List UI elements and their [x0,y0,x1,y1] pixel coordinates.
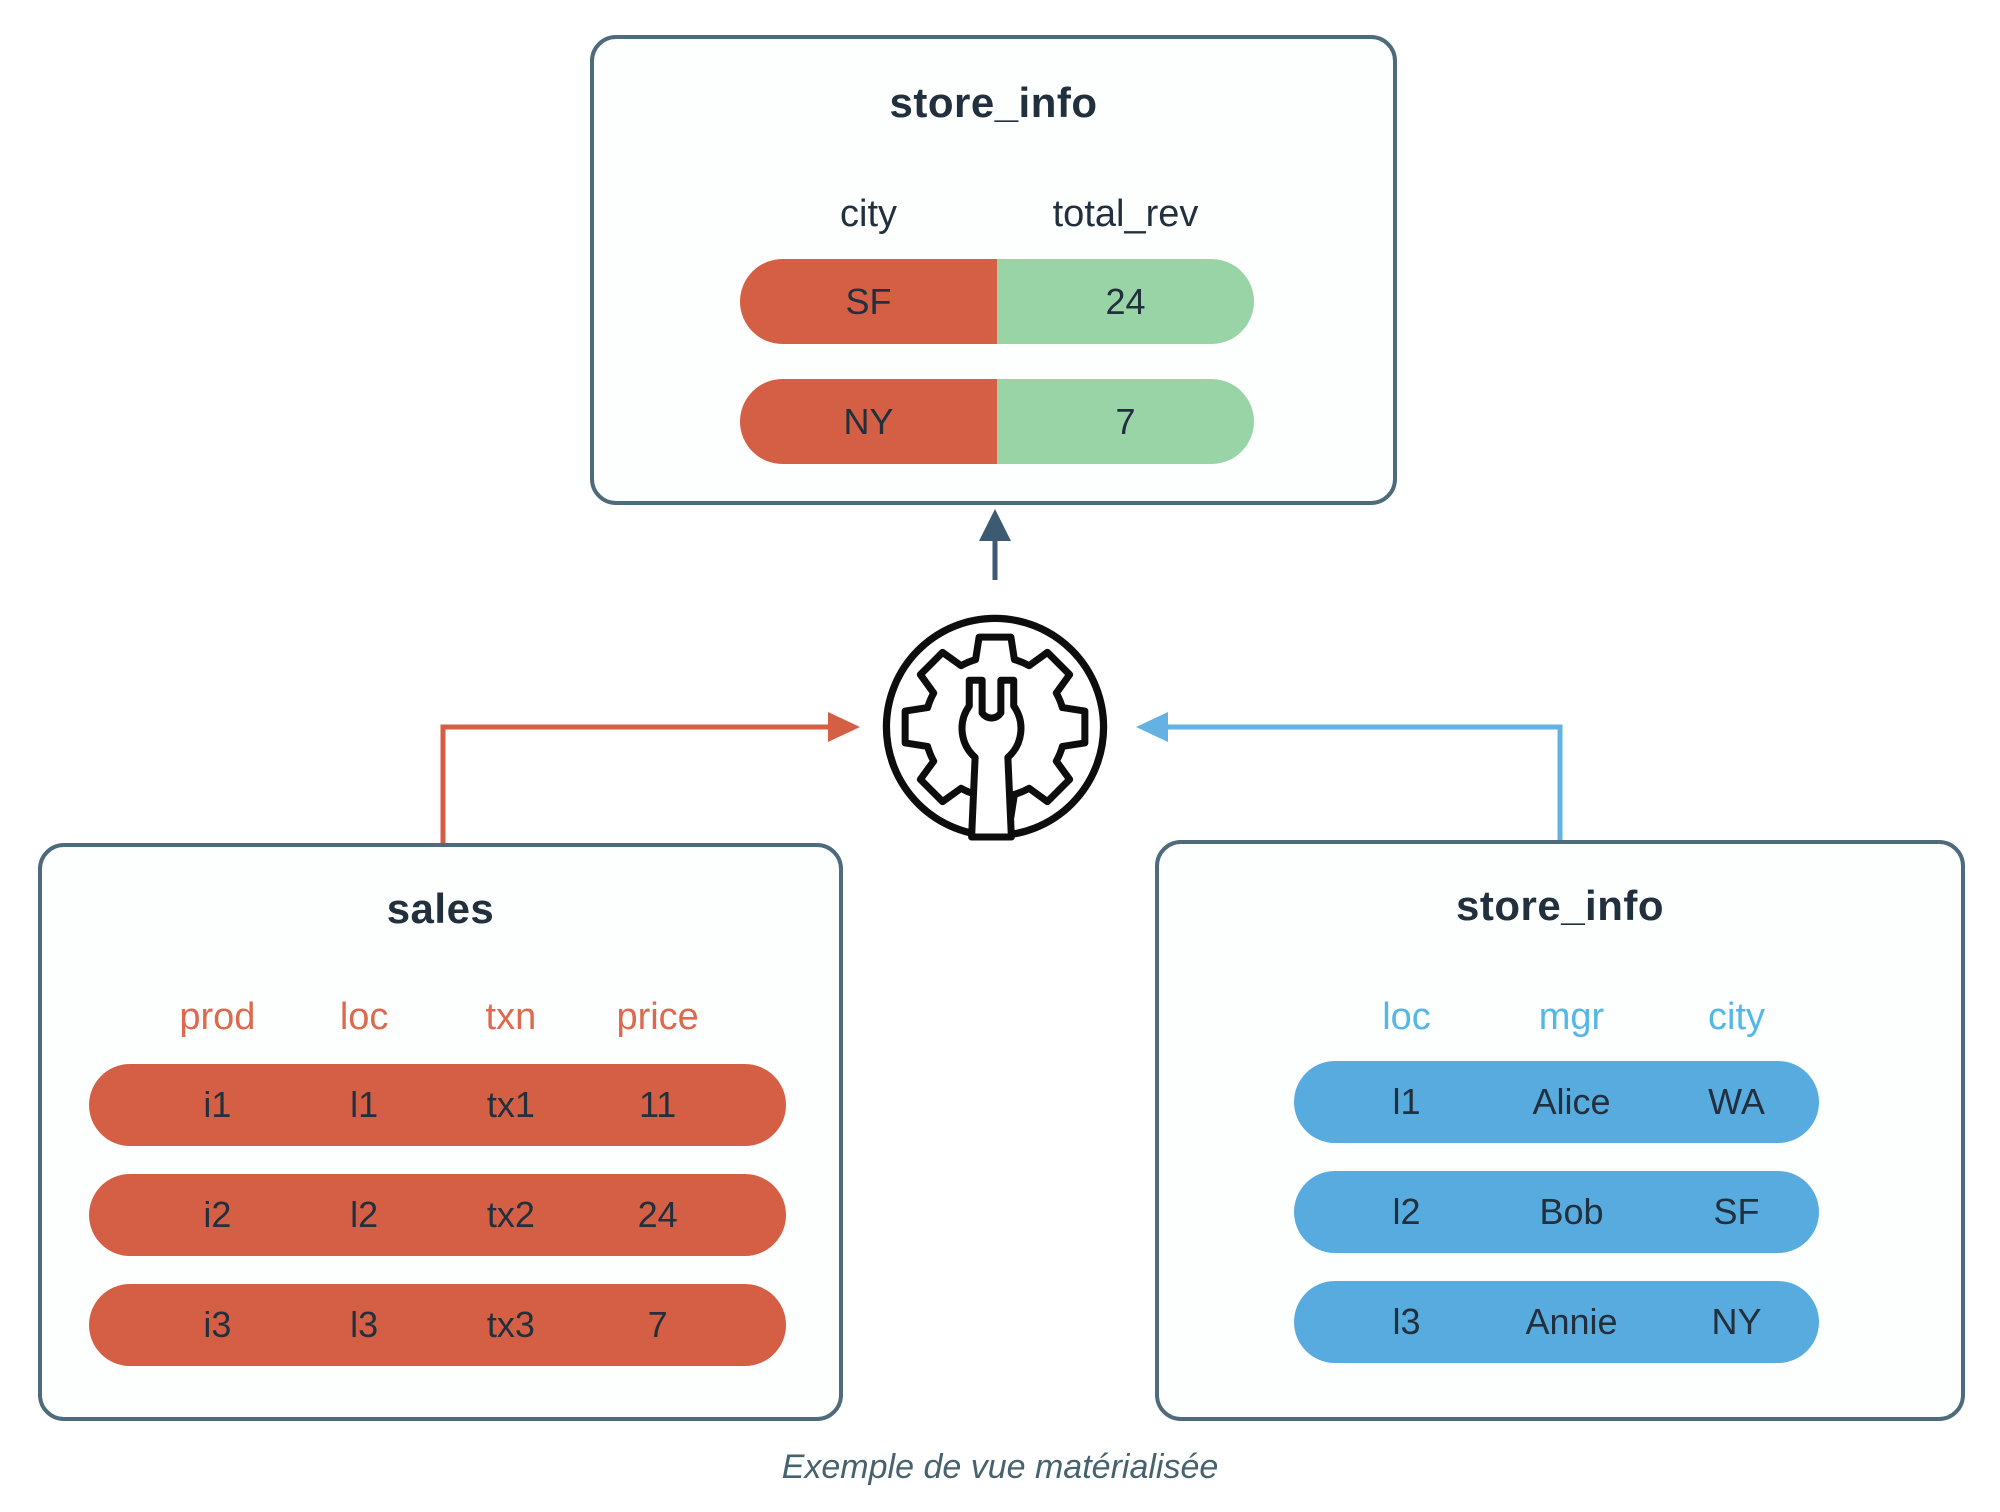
cell-loc: l3 [1392,1301,1421,1342]
table-row: l3 Annie NY [1294,1281,1819,1363]
table-row: i1 l1 tx1 11 [89,1064,786,1146]
column-header-price: price [616,996,699,1038]
cell-city: NY [740,379,997,464]
icon-wrench [958,676,1025,841]
store-info-table: store_info loc mgr city l1 Alice WA l2 B… [1155,840,1965,1421]
table-row: NY 7 [740,379,1254,464]
sales-table: sales prod loc txn price i1 l1 tx1 11 i2… [38,843,843,1421]
cell-mgr: Bob [1539,1191,1604,1232]
cell-prod: i1 [203,1084,232,1125]
cell-loc: l1 [1392,1081,1421,1122]
cell-mgr: Annie [1525,1301,1618,1342]
cell-city: SF [740,259,997,344]
materialized-view-table: store_info city total_rev SF 24 NY 7 [590,35,1397,505]
cell-loc: l2 [1392,1191,1421,1232]
cell-prod: i2 [203,1194,232,1235]
table-row: SF 24 [740,259,1254,344]
cell-city: SF [1713,1191,1760,1232]
column-headers: city total_rev [740,189,1254,239]
column-header-total-rev: total_rev [1052,193,1199,235]
table-row: i3 l3 tx3 7 [89,1284,786,1366]
cell-txn: tx1 [486,1084,535,1125]
arrow-from-store-info [1136,712,1563,840]
arrow-up-to-view [979,509,1011,580]
cell-price: 7 [647,1304,668,1345]
column-header-prod: prod [179,996,256,1038]
table-title: store_info [1455,882,1665,929]
cell-total-rev: 7 [997,379,1254,464]
figure-caption: Exemple de vue matérialisée [781,1448,1219,1486]
cell-loc: l3 [350,1304,379,1345]
cell-city: NY [1711,1301,1762,1342]
column-header-loc: loc [339,996,389,1038]
column-headers: loc mgr city [1294,992,1819,1042]
column-header-mgr: mgr [1538,996,1605,1038]
table-row: l1 Alice WA [1294,1061,1819,1143]
table-title: store_info [889,79,1098,126]
column-header-txn: txn [485,996,537,1038]
cell-txn: tx3 [486,1304,535,1345]
column-header-loc: loc [1382,996,1431,1038]
cell-price: 24 [637,1194,678,1235]
cell-city: WA [1708,1081,1765,1122]
column-header-city: city [840,193,897,235]
cell-total-rev: 24 [997,259,1254,344]
arrow-from-sales [440,712,860,843]
table-row: l2 Bob SF [1294,1171,1819,1253]
cell-prod: i3 [203,1304,232,1345]
cell-loc: l1 [350,1084,379,1125]
cell-mgr: Alice [1532,1081,1611,1122]
column-header-city: city [1708,996,1765,1038]
column-headers: prod loc txn price [89,992,786,1042]
cell-txn: tx2 [486,1194,535,1235]
cell-price: 11 [638,1084,677,1125]
table-row: i2 l2 tx2 24 [89,1174,786,1256]
gear-wrench-icon [882,614,1108,841]
table-title: sales [386,885,495,932]
cell-loc: l2 [350,1194,379,1235]
